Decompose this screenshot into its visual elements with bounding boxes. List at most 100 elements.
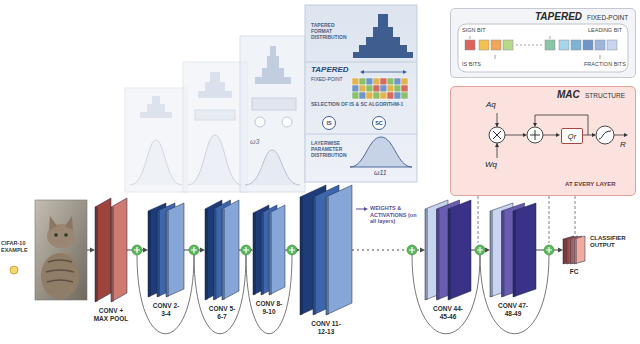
parameter-circle: SC <box>372 116 386 130</box>
layer-block-shape <box>490 203 536 297</box>
photo-ground <box>35 200 87 300</box>
slab-edge <box>425 209 428 300</box>
format-panel <box>305 5 417 182</box>
annotation: ω11 <box>374 169 387 177</box>
layer-block-shape <box>300 185 352 315</box>
wire <box>582 135 593 136</box>
node-label: CONV 8-9-10 <box>254 300 284 316</box>
grid-cell <box>359 85 366 92</box>
ghost-grid <box>252 98 296 110</box>
layer-block: CONV 47-48-49 <box>490 203 536 297</box>
annotation: WEIGHTS & ACTIVATIONS (on all layers) <box>370 205 422 225</box>
arrow-head <box>90 248 95 253</box>
layer-block-shape <box>95 198 127 302</box>
layer-slab <box>513 203 536 297</box>
arrow-head <box>523 133 527 137</box>
ghost-panel <box>125 88 187 192</box>
layer-block: FCCLASSIFIER OUTPUT <box>563 236 585 264</box>
node-label: CONV 2-3-4 <box>151 302 181 318</box>
format-bar <box>458 24 628 72</box>
annotation: FIXED-POINT <box>311 76 343 82</box>
grid-cell <box>387 85 394 92</box>
arrow-head <box>533 123 537 127</box>
mac-link <box>478 196 479 243</box>
node-label: FIXED-POINT <box>587 14 628 22</box>
slab-edge <box>502 211 505 297</box>
grid-cell <box>359 92 366 99</box>
is-bit <box>503 40 513 50</box>
quantizer-box: Qr <box>561 128 583 144</box>
slab-edge <box>214 209 217 300</box>
ghost-panel-ground <box>125 88 187 192</box>
annotation: TAPERED <box>311 65 349 75</box>
layer-block-shape <box>205 200 239 300</box>
layer-block: CONV 44-45-46 <box>425 200 471 300</box>
slab-edge <box>437 209 440 300</box>
layer-slab <box>574 236 585 264</box>
bit-leaders <box>470 36 600 59</box>
node-label: CONV 5-6-7 <box>207 305 237 321</box>
sign-bit <box>465 40 475 50</box>
slab-edge <box>222 209 225 300</box>
layer-slab <box>166 203 184 297</box>
is-bit <box>479 40 489 50</box>
slab-edge <box>148 211 151 297</box>
grid-cell <box>380 85 387 92</box>
panel-divider <box>305 134 417 135</box>
slab-edge <box>563 239 566 264</box>
layer-slab <box>111 198 127 302</box>
range-arrow <box>362 72 405 73</box>
wire <box>614 135 624 136</box>
layer-block-shape <box>425 200 471 300</box>
node-text: SC <box>375 120 383 127</box>
arrow-head <box>558 248 563 253</box>
cat-ear <box>49 216 57 230</box>
slab-edge <box>570 239 573 264</box>
annotation: Wq <box>485 160 497 170</box>
node-label: STRUCTURE <box>585 92 625 100</box>
layer-slab <box>269 205 285 295</box>
arrow-head <box>364 207 368 211</box>
annotation: IS BITS <box>462 61 481 68</box>
arrow-head <box>403 70 407 74</box>
parameter-circle: IS <box>322 116 336 130</box>
input-marker <box>10 266 18 274</box>
panel-divider <box>305 62 417 63</box>
slab-edge <box>157 211 160 297</box>
grid-cell <box>401 92 408 99</box>
arrow-head <box>556 133 560 137</box>
ghost-circle <box>282 117 292 127</box>
layer-block: CONV 2-3-4 <box>148 203 184 297</box>
mac-arrowheads <box>495 123 628 147</box>
grid-cell <box>373 85 380 92</box>
annotation: Aq <box>486 100 496 110</box>
annotation: AT EVERY LAYER <box>565 181 616 188</box>
layer-block: CONV + MAX POOL <box>95 198 127 302</box>
arrow-head <box>143 248 148 253</box>
plus-sign <box>530 130 540 140</box>
mac-link <box>575 196 576 234</box>
sigmoid-curve <box>599 131 611 139</box>
layer-block: CONV 8-9-10 <box>253 205 285 295</box>
cat-body <box>41 253 79 299</box>
slab-edge <box>490 211 493 297</box>
connector-line <box>87 250 90 251</box>
grid-cell <box>380 92 387 99</box>
parameter-gaussian <box>350 137 412 167</box>
layer-block: CONV 11-12-13 <box>300 185 352 315</box>
arrow-head <box>495 143 499 147</box>
grid-cell <box>373 92 380 99</box>
grid-cell <box>359 78 366 85</box>
node-text: Qr <box>568 132 576 141</box>
format-bits <box>465 40 617 50</box>
arrow-head <box>592 133 596 137</box>
slab-edge <box>300 197 303 315</box>
arrow-head <box>624 133 628 137</box>
node-label: FC <box>559 268 589 276</box>
is-bit <box>491 40 501 50</box>
ghost-panel <box>183 62 247 192</box>
bit-gap <box>516 45 542 46</box>
slab-edge <box>448 209 451 300</box>
grid-cell <box>387 78 394 85</box>
grid-cell <box>352 78 359 85</box>
